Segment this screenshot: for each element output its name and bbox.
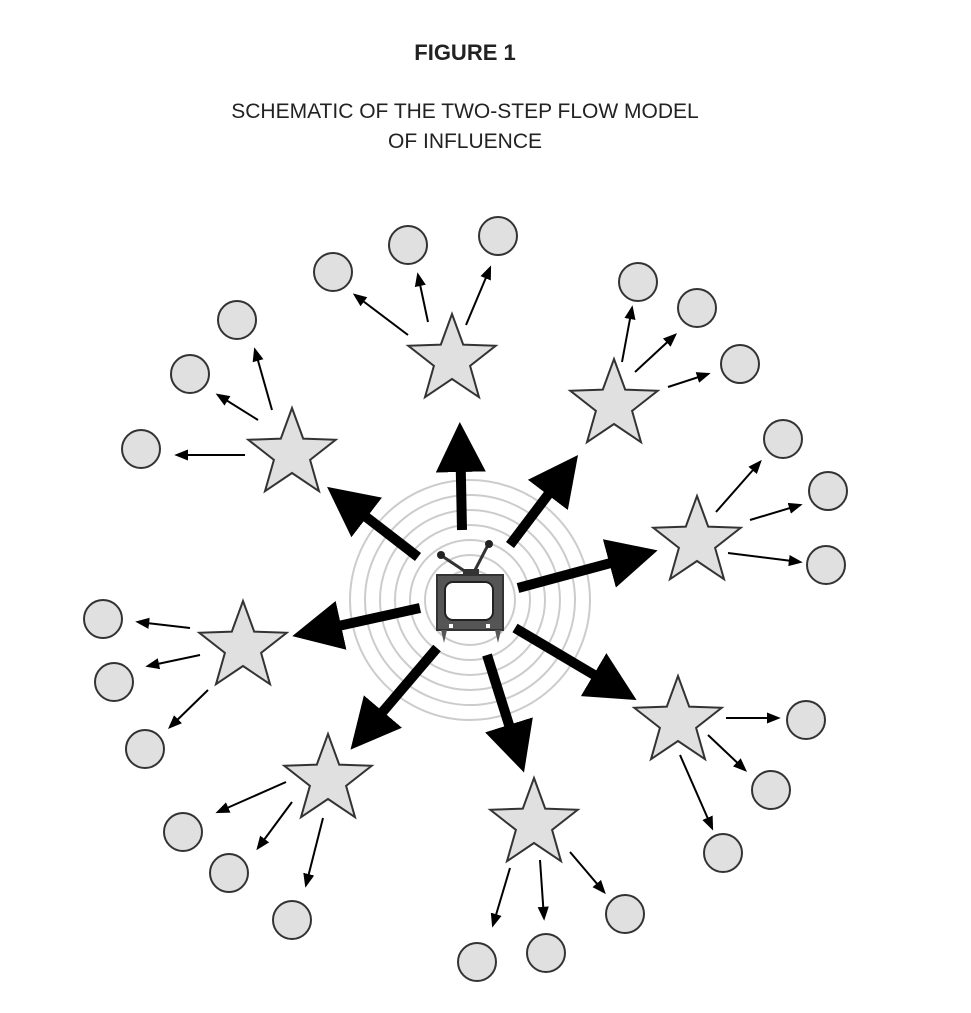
- influence-arrow: [256, 801, 293, 851]
- media-arrows: [292, 422, 658, 773]
- media-arrow: [350, 644, 441, 750]
- opinion-leader-star: [567, 356, 661, 445]
- television-icon: [436, 540, 504, 643]
- influence-arrow: [634, 333, 678, 373]
- follower-circle: [209, 853, 249, 893]
- influence-arrow: [569, 851, 606, 895]
- follower-circle: [125, 729, 165, 769]
- opinion-leader-group: [313, 216, 518, 400]
- opinion-leader-group: [650, 419, 848, 585]
- figure-subtitle-line1: SCHEMATIC OF THE TWO-STEP FLOW MODEL: [231, 100, 699, 123]
- opinion-leader-star: [650, 493, 744, 582]
- follower-circle: [763, 419, 803, 459]
- follower-circle: [677, 288, 717, 328]
- influence-arrow: [621, 305, 636, 363]
- follower-circle: [478, 216, 518, 256]
- opinion-leader-group: [121, 300, 339, 494]
- media-arrow: [292, 600, 422, 650]
- opinion-leader-star: [405, 311, 499, 400]
- follower-circle: [388, 225, 428, 265]
- opinion-leader-star: [281, 731, 375, 820]
- influence-arrow: [303, 817, 324, 888]
- opinion-leader-star: [631, 673, 725, 762]
- influence-arrow: [167, 689, 209, 729]
- media-arrow: [327, 486, 422, 561]
- figure-subtitle-line2: OF INFLUENCE: [387, 130, 542, 153]
- follower-circle: [313, 252, 353, 292]
- broadcast-ring: [349, 479, 591, 721]
- influence-arrow: [679, 754, 714, 831]
- broadcast-ring: [379, 509, 561, 691]
- influence-arrow: [252, 347, 273, 411]
- follower-circle: [272, 900, 312, 940]
- influence-arrow: [715, 459, 762, 513]
- follower-circle: [170, 354, 210, 394]
- influence-arrow: [537, 859, 549, 921]
- media-arrow: [512, 623, 637, 701]
- follower-circle: [720, 344, 760, 384]
- follower-circle: [94, 662, 134, 702]
- opinion-leader-group: [83, 598, 290, 769]
- follower-circle: [217, 300, 257, 340]
- follower-circle: [806, 545, 846, 585]
- follower-circle: [121, 429, 161, 469]
- media-arrow: [516, 539, 658, 593]
- media-arrow: [482, 653, 533, 773]
- broadcast-rings: [349, 479, 591, 721]
- follower-circle: [605, 894, 645, 934]
- follower-circle: [808, 471, 848, 511]
- influence-arrow: [749, 502, 803, 521]
- follower-circle: [83, 599, 123, 639]
- influence-arrow: [215, 781, 287, 814]
- broadcast-ring: [364, 494, 576, 706]
- media-arrow: [435, 422, 486, 531]
- influence-arrow: [352, 293, 409, 336]
- influence-arrow: [490, 867, 511, 928]
- influence-arrow: [707, 734, 748, 772]
- opinion-leaders: [83, 216, 848, 982]
- influence-arrow: [135, 617, 191, 629]
- influence-arrow: [414, 272, 429, 323]
- influence-arrow: [215, 393, 259, 421]
- figure-label: FIGURE 1: [414, 40, 516, 65]
- follower-circle: [163, 812, 203, 852]
- influence-arrow: [727, 552, 803, 567]
- opinion-leader-star: [196, 598, 290, 687]
- opinion-leader-star: [487, 775, 581, 864]
- opinion-leader-group: [631, 673, 826, 873]
- opinion-leader-group: [163, 731, 375, 940]
- broadcast-ring: [394, 524, 546, 676]
- follower-circle: [618, 262, 658, 302]
- follower-circle: [703, 833, 743, 873]
- media-arrow: [506, 455, 579, 549]
- follower-circle: [786, 700, 826, 740]
- follower-circle: [526, 933, 566, 973]
- follower-circle: [457, 942, 497, 982]
- opinion-leader-group: [457, 775, 645, 982]
- opinion-leader-star: [245, 405, 339, 494]
- influence-arrow: [465, 265, 492, 326]
- influence-arrow: [667, 372, 711, 388]
- opinion-leader-group: [567, 262, 760, 445]
- broadcast-ring: [409, 539, 531, 661]
- influence-arrow: [145, 654, 201, 670]
- follower-circle: [751, 770, 791, 810]
- broadcast-ring: [424, 554, 516, 646]
